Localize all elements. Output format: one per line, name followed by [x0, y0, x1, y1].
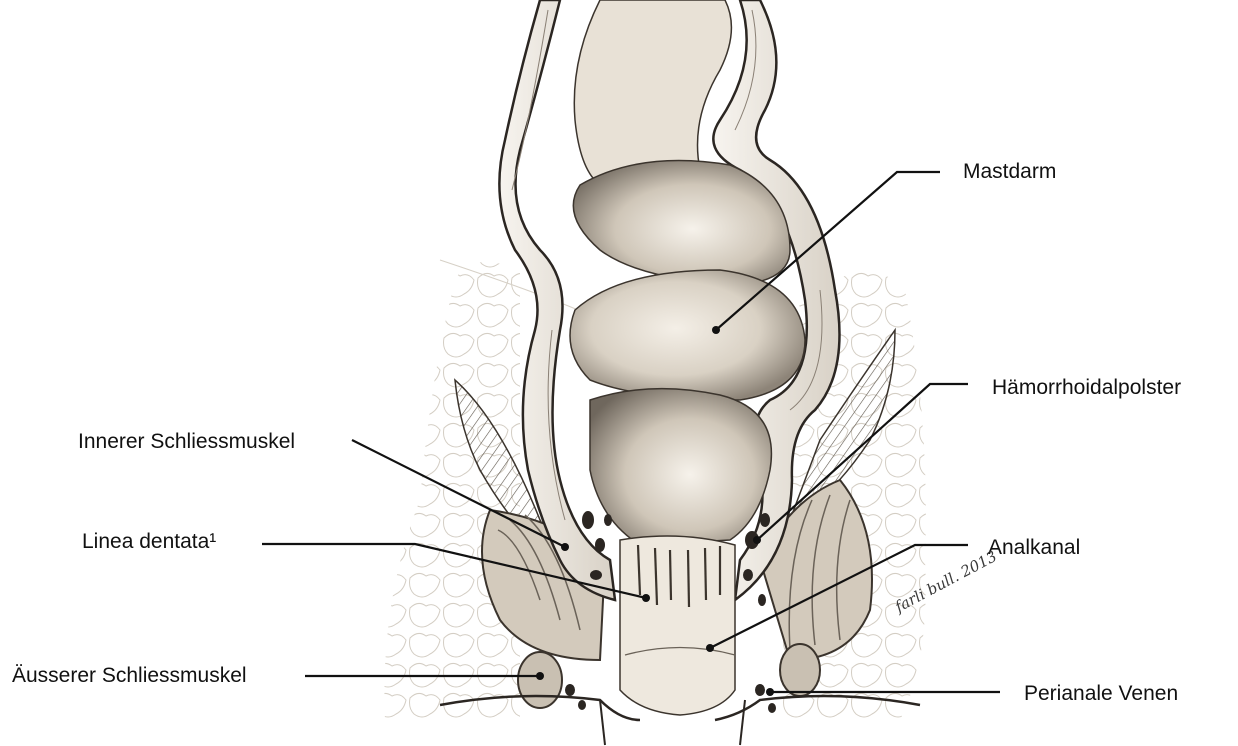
label-internal-sphincter: Innerer Schliessmuskel	[78, 430, 295, 454]
label-haemorrhoidal-cushion: Hämorrhoidalpolster	[992, 376, 1181, 400]
label-anal-canal: Analkanal	[988, 536, 1080, 560]
label-perianal-veins: Perianale Venen	[1024, 682, 1178, 706]
label-mastdarm: Mastdarm	[963, 160, 1056, 184]
label-external-sphincter: Äusserer Schliessmuskel	[12, 664, 247, 688]
label-linea-dentata: Linea dentata¹	[82, 530, 216, 554]
anal-canal	[620, 536, 735, 715]
